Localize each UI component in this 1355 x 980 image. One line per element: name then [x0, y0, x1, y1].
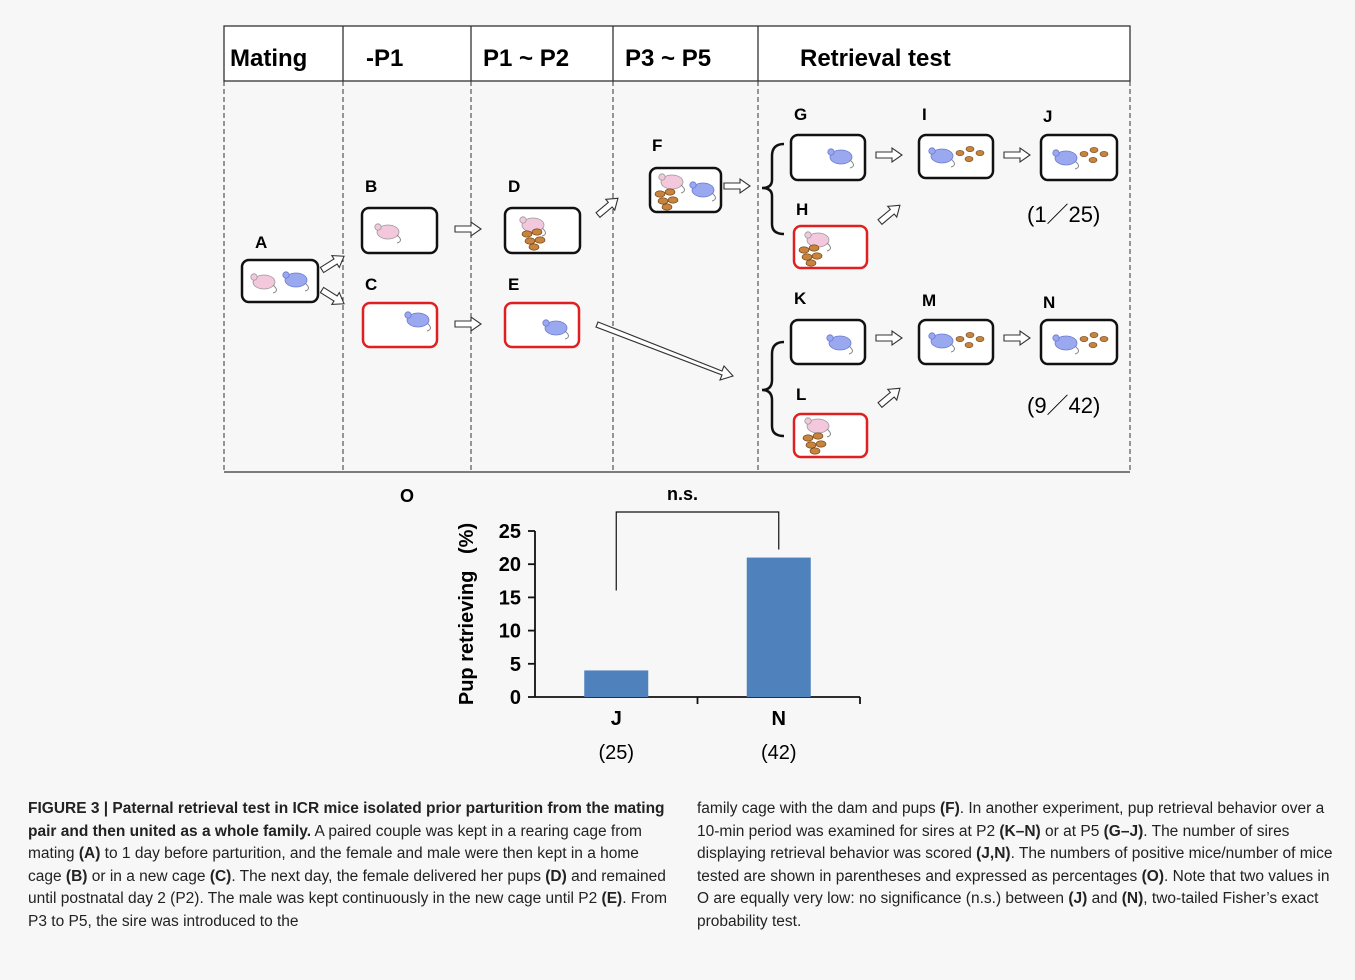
cage-j: J: [1039, 107, 1119, 182]
cage-n: N: [1039, 293, 1119, 366]
arrow-icon: [875, 330, 903, 346]
caption-text: . Note that two values in O are equally …: [697, 867, 1330, 908]
timeline-table: Mating -P1 P1 ~ P2 P3 ~ P5 Retrieval tes…: [223, 25, 1131, 473]
caption-text: , two-tailed Fisher’s exact probability …: [697, 890, 1319, 930]
caption-ref: (K–N): [999, 822, 1041, 840]
caption-text: A paired couple was kept in a rearing ca…: [28, 822, 642, 863]
cage-d: D: [503, 177, 582, 255]
header-mating: Mating: [230, 45, 307, 72]
arrow-icon: [874, 382, 905, 411]
y-tick-label: 20: [499, 554, 521, 576]
bracket: [761, 340, 785, 438]
x-tick-label: J: [611, 708, 622, 730]
label-c: C: [365, 275, 377, 294]
caption-ref: (J): [1068, 890, 1088, 907]
label-d: D: [508, 177, 520, 196]
label-o: O: [400, 486, 414, 506]
caption-text: and remained until postnatal day 2 (P2).…: [28, 867, 666, 908]
label-m: M: [922, 291, 936, 310]
arrow-icon: [592, 192, 623, 221]
label-j: J: [1043, 107, 1052, 126]
label-f: F: [652, 136, 662, 155]
arrow-icon: [317, 249, 349, 277]
significance-bracket: [615, 511, 780, 591]
y-tick-label: 25: [499, 521, 521, 543]
arrow-icon: [454, 221, 482, 237]
caption-ref: (N): [1121, 890, 1144, 907]
label-n: N: [1043, 293, 1055, 312]
caption-right: family cage with the dam and pups (F). I…: [697, 798, 1337, 933]
caption-ref: (J,N): [976, 845, 1011, 862]
label-l: L: [796, 385, 806, 404]
label-g: G: [794, 105, 807, 124]
caption-text: . In another experiment, pup retrieval b…: [697, 800, 1325, 840]
cage-k: K: [789, 289, 867, 366]
caption-ref: (G–J): [1103, 822, 1144, 840]
cage-f: F: [648, 136, 723, 214]
caption-ref: (E): [601, 890, 623, 907]
caption-ref: (B): [65, 867, 88, 885]
cage-i: I: [917, 105, 995, 180]
caption-ref: (A): [78, 845, 101, 862]
header-retrieval-test: Retrieval test: [800, 45, 951, 72]
cage-e: E: [503, 275, 581, 349]
caption-text: or at P5: [1040, 822, 1104, 840]
cage-a: A: [240, 233, 320, 304]
label-i: I: [922, 105, 927, 124]
ratio-upper: (1／25): [1027, 202, 1100, 227]
arrow-icon: [1003, 330, 1031, 346]
bar-n: [746, 557, 811, 697]
y-tick-label: 10: [499, 621, 521, 643]
arrow-icon: [874, 199, 905, 228]
y-axis-label: Pup retrieving (%): [456, 523, 478, 705]
label-e: E: [508, 275, 519, 294]
cage-h: H: [792, 200, 869, 270]
bar-chart: 0 5 10 15 20 25J (25) N (42) Pup retrieving (%): [456, 511, 861, 764]
arrow-icon: [454, 316, 482, 332]
caption-text: and: [1087, 890, 1122, 907]
cage-b: B: [360, 177, 439, 255]
bracket: [761, 142, 785, 236]
header-p1-p2: P1 ~ P2: [483, 45, 569, 72]
arrow-icon: [875, 147, 903, 163]
caption-ref: (F): [939, 800, 960, 817]
category-count: (25): [598, 742, 634, 764]
cage-l: L: [792, 385, 869, 459]
label-a: A: [255, 233, 267, 252]
caption-text: . The numbers of positive mice/number of…: [697, 845, 1333, 885]
x-tick-label: N: [772, 708, 786, 730]
arrow-icon: [1003, 147, 1031, 163]
caption-text: family cage with the dam and pups: [697, 800, 940, 817]
significance-label: n.s.: [667, 484, 698, 504]
cage-g: G: [789, 105, 867, 182]
cage-c: C: [361, 275, 439, 349]
caption-text: . From P3 to P5, the sire was introduced…: [28, 890, 667, 930]
long-arrow-icon: [595, 321, 734, 381]
header-p1: -P1: [366, 45, 403, 72]
y-tick-label: 0: [510, 687, 521, 709]
y-tick-label: 5: [510, 654, 521, 676]
arrow-icon: [723, 178, 751, 194]
caption-text: . The next day, the female delivered her…: [231, 867, 546, 885]
caption-ref: (O): [1141, 867, 1165, 885]
caption-text: to 1 day before parturition, and the fem…: [28, 845, 639, 885]
label-b: B: [365, 177, 377, 196]
caption-title: FIGURE 3 | Paternal retrieval test in IC…: [28, 800, 665, 840]
figure-3: Mating -P1 P1 ~ P2 P3 ~ P5 Retrieval tes…: [223, 25, 1131, 764]
y-tick-label: 15: [499, 587, 521, 609]
bar-j: [584, 670, 649, 697]
ratio-lower: (9／42): [1027, 393, 1100, 418]
caption-text: . The number of sires displaying retriev…: [697, 822, 1290, 863]
caption-ref: (D): [545, 867, 567, 885]
label-k: K: [794, 289, 807, 308]
category-count: (42): [761, 742, 797, 764]
caption-text: or in a new cage: [87, 867, 210, 885]
header-p3-p5: P3 ~ P5: [625, 45, 711, 72]
label-h: H: [796, 200, 808, 219]
caption-left: FIGURE 3 | Paternal retrieval test in IC…: [28, 798, 668, 933]
cage-m: M: [917, 291, 995, 366]
caption-ref: (C): [209, 867, 232, 885]
